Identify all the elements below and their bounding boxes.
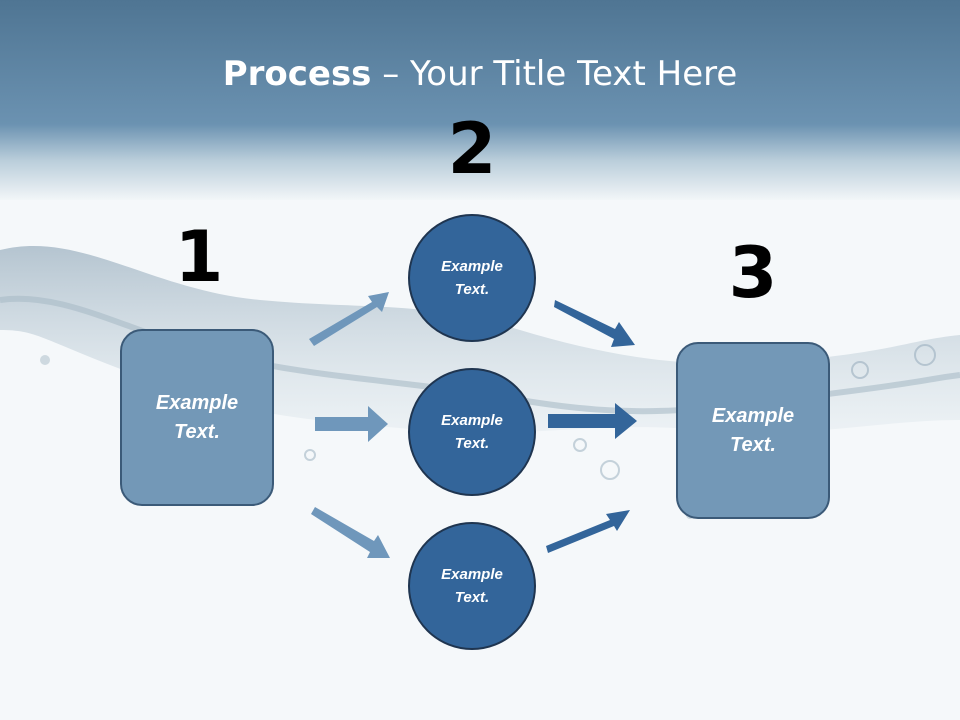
process-circle-middle: Example Text. bbox=[408, 368, 536, 496]
process-circle-bottom: Example Text. bbox=[408, 522, 536, 650]
start-box: Example Text. bbox=[120, 329, 274, 506]
circle-top-line1: Example bbox=[441, 258, 503, 275]
title-bold-part: Process bbox=[222, 54, 372, 94]
step-number-2: 2 bbox=[447, 108, 497, 190]
arrow-up-right-dark bbox=[546, 510, 630, 553]
start-box-line2: Text. bbox=[174, 420, 220, 443]
arrow-up-right bbox=[309, 292, 389, 346]
title-rest-part: – Your Title Text Here bbox=[371, 54, 738, 94]
arrows-left-group bbox=[309, 292, 390, 558]
step-number-3: 3 bbox=[728, 232, 778, 314]
arrow-down-right bbox=[311, 507, 390, 558]
step-number-1: 1 bbox=[174, 216, 224, 298]
end-box-line2: Text. bbox=[730, 433, 776, 456]
arrow-down-right-dark bbox=[554, 300, 635, 347]
circle-bottom-line1: Example bbox=[441, 566, 503, 583]
circle-middle-line2: Text. bbox=[454, 435, 490, 452]
circle-middle-line1: Example bbox=[441, 412, 503, 429]
process-circle-top: Example Text. bbox=[408, 214, 536, 342]
arrow-right-dark bbox=[548, 403, 637, 439]
arrows-right-group bbox=[546, 300, 637, 553]
slide-title: Process – Your Title Text Here bbox=[0, 52, 960, 96]
circle-bottom-line2: Text. bbox=[454, 589, 490, 606]
start-box-line1: Example bbox=[155, 391, 239, 414]
end-box-line1: Example bbox=[711, 404, 795, 427]
arrow-right bbox=[315, 406, 388, 442]
end-box: Example Text. bbox=[676, 342, 830, 519]
circle-top-line2: Text. bbox=[454, 281, 490, 298]
